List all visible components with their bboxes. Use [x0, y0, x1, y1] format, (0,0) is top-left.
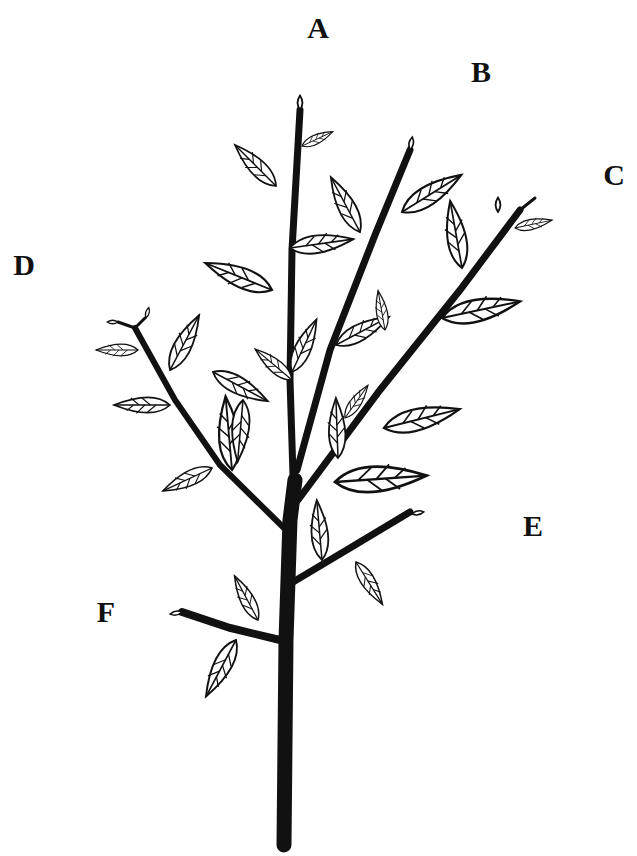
branch-label: C — [603, 160, 625, 190]
branch-label: F — [97, 597, 115, 627]
branch-label: D — [13, 250, 35, 280]
branch-label: E — [523, 511, 543, 541]
branch-label: A — [307, 13, 329, 43]
branch-label: B — [471, 57, 491, 87]
